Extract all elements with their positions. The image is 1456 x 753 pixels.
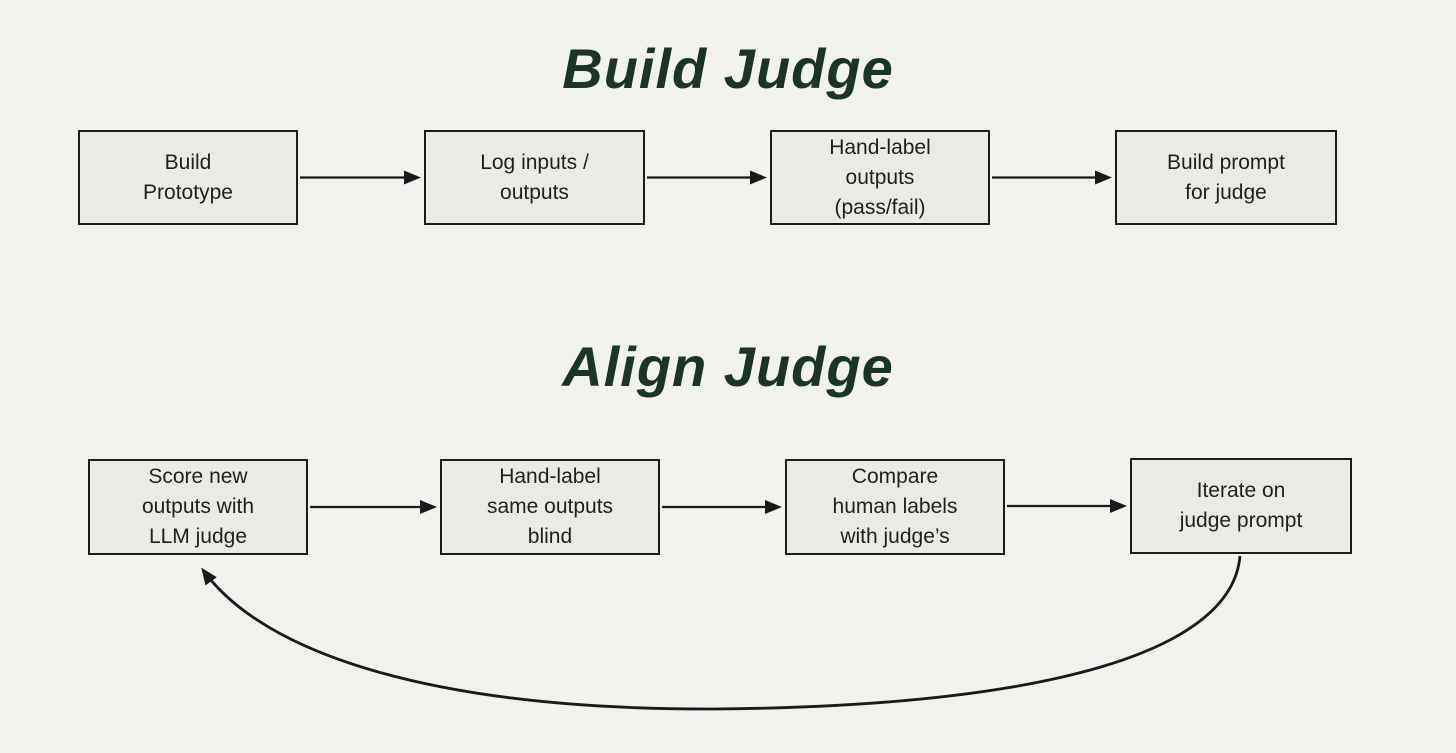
flow-step-hand-label-outputs: Hand-label outputs (pass/fail): [770, 130, 990, 225]
flow-step-compare-human-labels: Compare human labels with judge’s: [785, 459, 1005, 555]
flow-step-iterate-on-judge-prompt: Iterate on judge prompt: [1130, 458, 1352, 554]
flow-step-score-new-outputs: Score new outputs with LLM judge: [88, 459, 308, 555]
flow-step-build-prototype: Build Prototype: [78, 130, 298, 225]
build-judge-title: Build Judge: [562, 37, 894, 100]
flow-step-log-inputs-outputs: Log inputs / outputs: [424, 130, 645, 225]
flow-step-hand-label-same-outputs: Hand-label same outputs blind: [440, 459, 660, 555]
align-judge-title: Align Judge: [562, 335, 894, 398]
flow-step-build-prompt-for-judge: Build prompt for judge: [1115, 130, 1337, 225]
arrow-loop-iterate-to-score: [201, 555, 1242, 711]
